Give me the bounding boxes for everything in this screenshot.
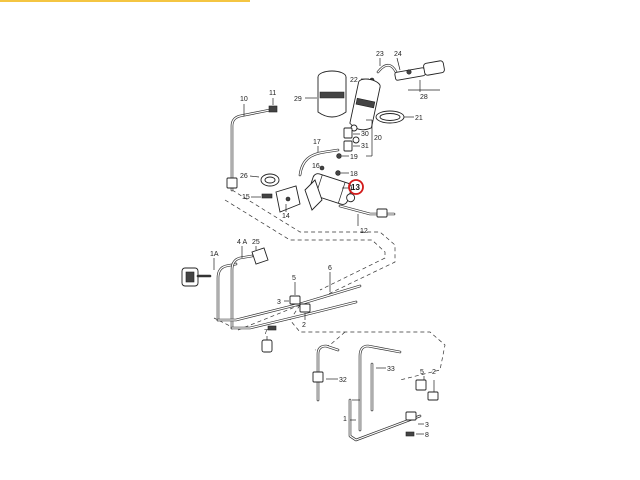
callout-3-upper: 3 — [277, 299, 281, 306]
callout-labels: 23 24 22 29 28 10 11 30 20 21 31 17 19 1… — [210, 51, 436, 439]
filter-1A — [181, 258, 215, 287]
fittings-30-31 — [343, 119, 373, 157]
callout-5-upper: 5 — [292, 275, 296, 282]
line-33 — [358, 344, 402, 432]
hose-17 — [298, 146, 349, 177]
line-32 — [312, 344, 340, 402]
callout-19: 19 — [350, 154, 358, 161]
bracket-14 — [275, 185, 301, 213]
fittings-lower — [405, 376, 439, 437]
callout-22: 22 — [350, 77, 358, 84]
line-1 — [348, 398, 422, 442]
callout-18: 18 — [350, 171, 358, 178]
fittings-5-3-2 — [284, 282, 311, 320]
callout-12: 12 — [360, 228, 368, 235]
callout-14: 14 — [282, 213, 290, 220]
callout-20: 20 — [374, 135, 382, 142]
callout-7: 7 — [264, 329, 268, 336]
callout-2-upper: 2 — [302, 322, 306, 329]
clamp-21 — [375, 110, 414, 124]
callout-16: 16 — [312, 163, 320, 170]
callout-11: 11 — [269, 90, 276, 97]
fittings-7 — [261, 325, 277, 353]
callout-2-lower: 2 — [432, 369, 436, 376]
callout-13: 13 — [351, 183, 360, 192]
clamp-26 — [249, 173, 280, 187]
bolt-15 — [251, 193, 273, 199]
callout-6: 6 — [328, 265, 332, 272]
line-10 — [226, 98, 278, 192]
callout-1: 1 — [343, 416, 347, 423]
callout-31: 31 — [361, 143, 369, 150]
callout-8: 8 — [425, 432, 429, 439]
callout-30: 30 — [361, 131, 369, 138]
callout-26: 26 — [240, 173, 248, 180]
line-6 — [216, 272, 362, 330]
assembly-outline — [213, 189, 446, 381]
callout-5-lower: 5 — [420, 369, 424, 376]
callout-3-lower: 3 — [425, 422, 429, 429]
callout-32: 32 — [339, 377, 347, 384]
callout-15: 15 — [242, 194, 250, 201]
fuel-pump — [349, 78, 381, 144]
fuel-accumulator-29 — [305, 70, 347, 118]
callout-29: 29 — [294, 96, 302, 103]
callout-23: 23 — [376, 51, 384, 58]
part-25 — [251, 246, 269, 265]
line-4A — [216, 246, 254, 330]
callout-10: 10 — [240, 96, 248, 103]
top-accent-bar — [0, 0, 250, 2]
line-12 — [338, 204, 396, 226]
fuel-filter-13 — [304, 173, 356, 211]
callout-4A: 4 A — [237, 239, 247, 246]
callout-33: 33 — [387, 366, 395, 373]
callout-24: 24 — [394, 51, 402, 58]
highlight-ring — [348, 179, 364, 195]
callout-25: 25 — [252, 239, 260, 246]
callout-1A: 1A — [210, 251, 219, 258]
callout-21: 21 — [415, 115, 423, 122]
callout-17: 17 — [313, 139, 321, 146]
callout-28: 28 — [420, 94, 428, 101]
